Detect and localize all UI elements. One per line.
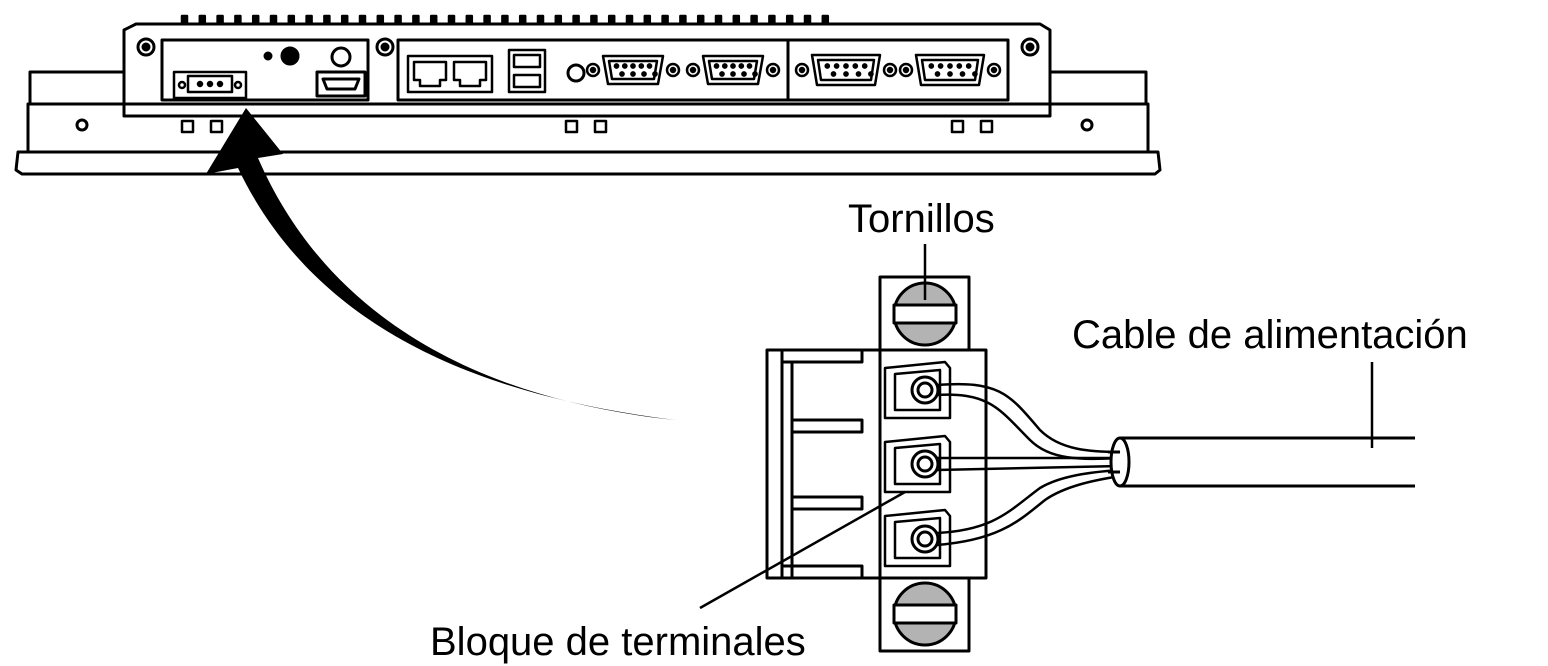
vent-fin [732, 14, 741, 26]
serial-connector [898, 53, 1002, 87]
terminal-block-label: Bloque de terminales [430, 620, 806, 664]
vent-fin [394, 14, 402, 26]
serial-connector [685, 54, 781, 86]
vent-fin [287, 14, 296, 26]
mount-hole-icon [1080, 118, 1094, 132]
vent-fin [305, 14, 313, 26]
audio-jack-icon [566, 63, 586, 83]
vent-fin [501, 14, 509, 26]
vent-fin [803, 14, 812, 26]
vent-fin [447, 14, 456, 26]
vent-fin [465, 14, 474, 26]
vent-fin [590, 14, 598, 26]
power-cable-label: Cable de alimentación [1072, 313, 1468, 357]
vent-fin [696, 14, 705, 26]
usb-port-icon [507, 48, 547, 94]
terminal-block-leader [699, 490, 906, 610]
clip-slots [180, 119, 994, 134]
power-socket-icon [172, 70, 248, 100]
power-button-icon [280, 46, 300, 66]
vent-fin [180, 14, 189, 26]
hdmi-port-icon [315, 70, 367, 98]
vent-fin [625, 14, 634, 26]
wire-strands [936, 382, 1121, 547]
screws-label: Tornillos [848, 197, 995, 241]
vent-fin [607, 14, 616, 26]
block-rear-steps [782, 350, 864, 578]
panel-pc-bottom-view-icon [14, 14, 1162, 176]
curved-arrow-icon [206, 108, 675, 420]
vent-fin [518, 14, 527, 26]
vent-fin [412, 14, 420, 26]
lan-port-icon [406, 54, 494, 94]
right-wing [1048, 70, 1148, 104]
serial-connector [585, 54, 681, 86]
vent-fin [251, 14, 260, 26]
wire-end-icon [910, 375, 940, 554]
terminal-clamp-icon [883, 360, 952, 568]
vent-fin [323, 14, 331, 26]
led-icon [263, 51, 273, 61]
vent-fin [785, 14, 794, 26]
vent-fin [198, 14, 207, 26]
vent-fin [714, 14, 723, 26]
power-terminal-connector-icon [765, 275, 1415, 653]
vent-fin [376, 14, 385, 26]
rear-housing [122, 22, 1052, 118]
vent-fin [572, 14, 580, 26]
vent-fin [554, 14, 563, 26]
reset-hole-icon [330, 46, 352, 68]
left-wing [28, 70, 126, 104]
serial-port-icon [585, 53, 1002, 87]
vent-fin [429, 14, 438, 26]
vent-fin [234, 14, 242, 26]
vent-fin [768, 14, 776, 26]
vent-fin [340, 14, 349, 26]
serial-connector [794, 53, 898, 87]
housing-screw-icon [136, 37, 1040, 57]
right-port-panel [396, 38, 1010, 102]
vent-fin [269, 14, 278, 26]
leader-lines [699, 244, 1374, 610]
vent-fins [180, 14, 830, 26]
block-rear-flange [765, 350, 784, 578]
vent-fin [821, 14, 830, 26]
vent-fin [679, 14, 687, 26]
vent-fin [536, 14, 545, 26]
power-cable-jacket [1108, 436, 1415, 488]
mount-hole-icon [75, 118, 89, 132]
vent-fin [483, 14, 491, 26]
vent-fin [661, 14, 669, 26]
vent-fin [358, 14, 367, 26]
vent-fin [750, 14, 758, 26]
bezel-lip [14, 150, 1162, 176]
left-port-panel [160, 38, 370, 102]
vent-fin [643, 14, 652, 26]
vent-fin [216, 14, 224, 26]
